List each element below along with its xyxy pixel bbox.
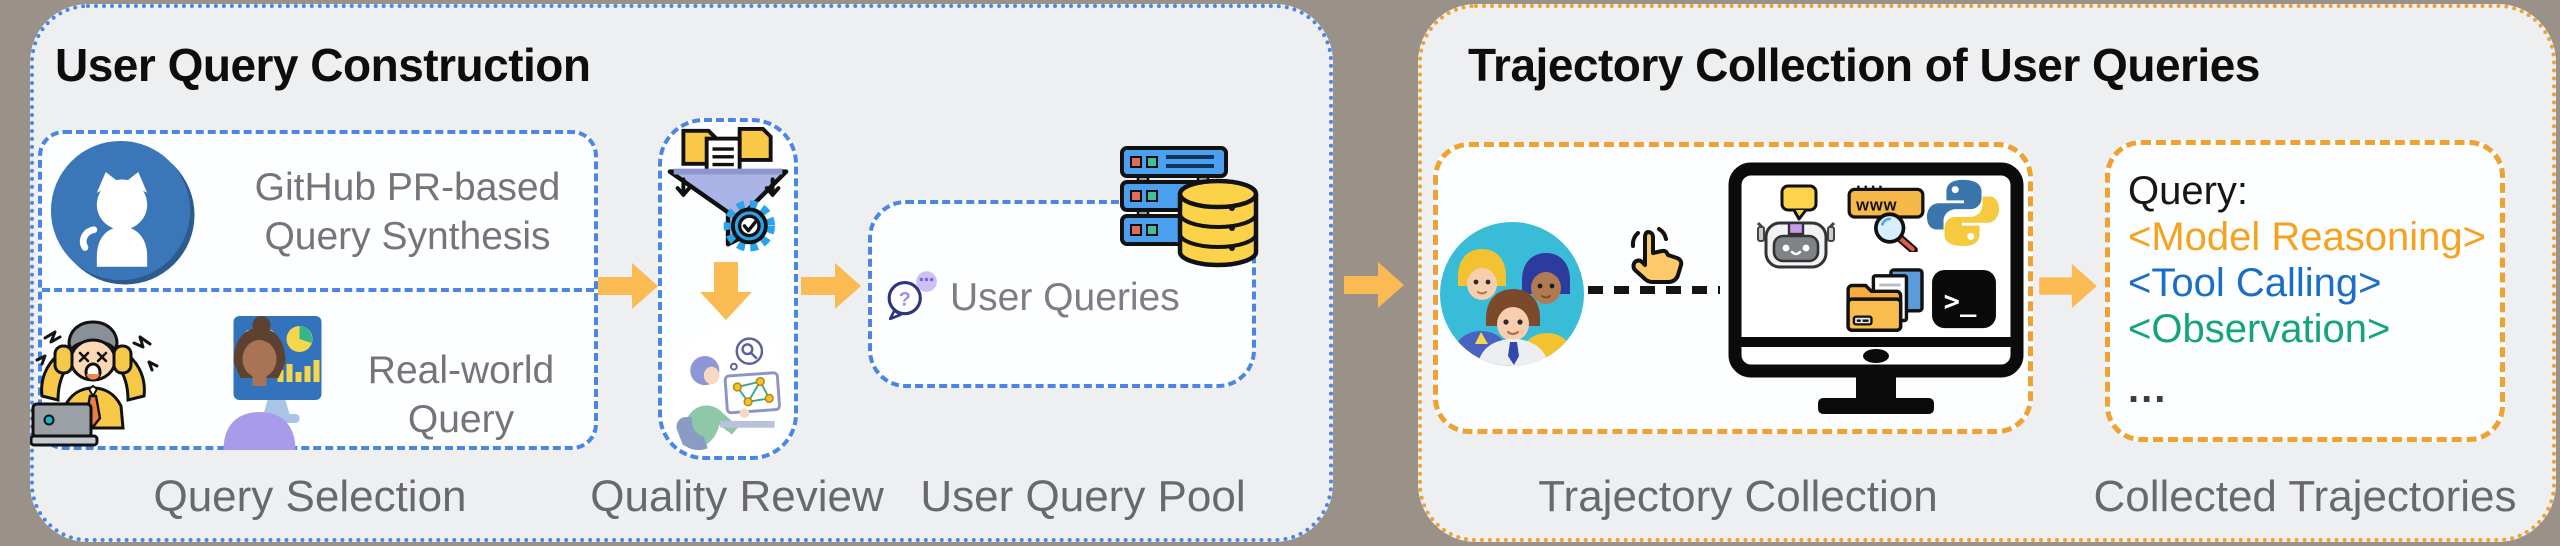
svg-text:www: www [1855, 196, 1897, 215]
flow-arrow-icon [2039, 262, 2099, 310]
trajectory-line-ellipsis: ... [2128, 367, 2168, 411]
collected-trajectories-box [2105, 140, 2505, 442]
files-folder-icon [1846, 268, 1928, 338]
caption-quality-review: Quality Review [590, 472, 884, 521]
left-panel-title: User Query Construction [55, 39, 591, 91]
caption-collected-trajectories: Collected Trajectories [2093, 472, 2517, 521]
chat-question-icon: ? [884, 268, 940, 320]
analyst-monitor-icon [180, 312, 328, 450]
web-search-icon: www [1846, 182, 1926, 252]
hand-click-icon [1615, 222, 1703, 290]
server-database-icon [1120, 146, 1260, 282]
right-panel-title: Trajectory Collection of User Queries [1468, 39, 2260, 91]
caption-user-query-pool: User Query Pool [920, 472, 1246, 521]
stressed-user-icon [30, 308, 167, 448]
down-arrow-icon [698, 262, 754, 322]
flow-arrow-icon [1344, 260, 1406, 310]
flow-arrow-icon [598, 261, 660, 311]
svg-text:?: ? [899, 288, 911, 310]
github-icon [48, 138, 196, 286]
svg-text:>_: >_ [1944, 287, 1977, 318]
query-selection-divider [42, 288, 594, 292]
trajectory-line-tool-calling: <Tool Calling> [2128, 261, 2382, 305]
real-world-label: Real-world Query [367, 349, 555, 441]
robot-icon [1756, 183, 1836, 283]
reviewer-analysis-icon [666, 324, 792, 452]
trajectory-line-query: Query: [2128, 169, 2249, 213]
caption-trajectory-collection: Trajectory Collection [1538, 472, 1938, 521]
trajectory-text-block: Query: <Model Reasoning> <Tool Calling> … [2128, 168, 2486, 412]
trajectory-line-model-reasoning: <Model Reasoning> [2128, 215, 2487, 259]
terminal-icon: >_ [1930, 268, 1998, 330]
document-filter-funnel-icon [664, 122, 792, 258]
trajectory-line-observation: <Observation> [2128, 307, 2391, 351]
python-icon [1926, 176, 2000, 250]
user-queries-label: User Queries [950, 276, 1180, 319]
user-group-icon [1438, 220, 1588, 368]
github-pr-label: GitHub PR-based Query Synthesis [254, 166, 561, 258]
flow-arrow-icon [801, 261, 863, 311]
dashed-connector [1588, 286, 1720, 294]
caption-query-selection: Query Selection [153, 472, 467, 521]
